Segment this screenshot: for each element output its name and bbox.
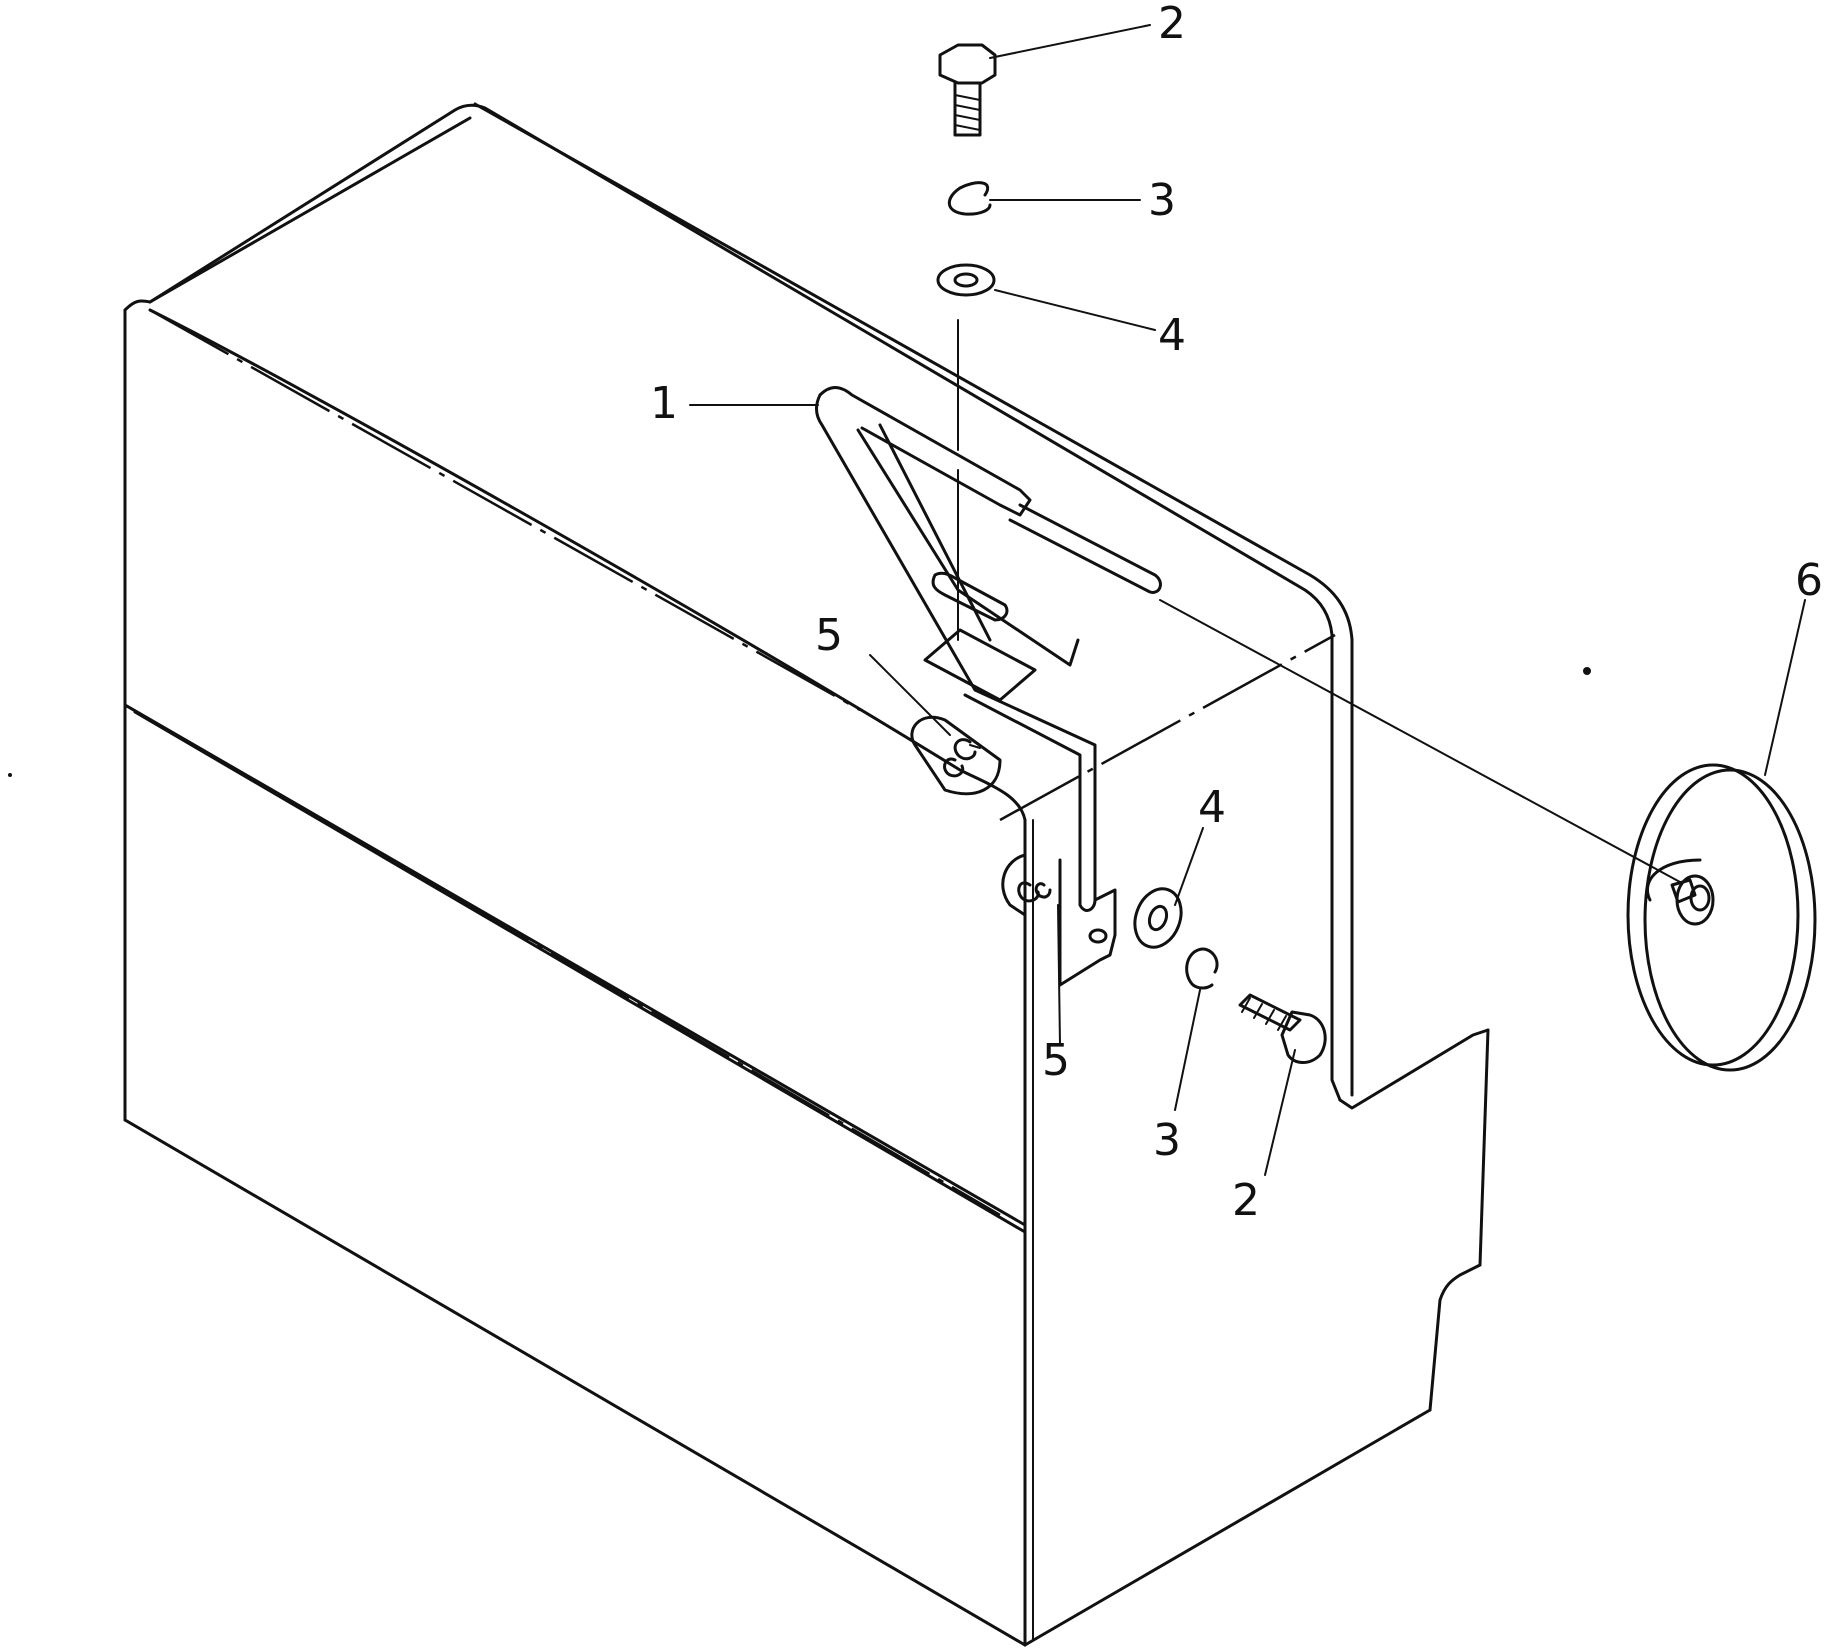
top-flat-washer-part [936, 263, 996, 297]
lower-lock-washer-part [1185, 947, 1219, 990]
stray-dot [8, 773, 12, 777]
box-body [123, 102, 1490, 1647]
callout-4-top: 4 [1158, 310, 1186, 361]
callout-4-lower: 4 [1198, 782, 1226, 833]
upper-clip-part [943, 738, 981, 778]
stray-dot [1583, 667, 1591, 675]
lower-bolt-part [1238, 993, 1327, 1064]
leader-lines [689, 24, 1806, 1176]
callout-1: 1 [650, 378, 678, 429]
lower-flat-washer-part [1133, 887, 1183, 949]
callout-6: 6 [1795, 555, 1823, 606]
callout-5-lower: 5 [1042, 1035, 1070, 1086]
lower-clip-part [1017, 881, 1052, 903]
top-bolt-part [938, 43, 997, 137]
callout-2-lower: 2 [1232, 1175, 1260, 1226]
callout-3-lower: 3 [1153, 1115, 1181, 1166]
mirror-disc-part [1159, 599, 1817, 1072]
handle-bracket-part [815, 319, 1162, 987]
callout-3-top: 3 [1148, 175, 1176, 226]
callout-5-upper: 5 [815, 610, 843, 661]
top-lock-washer-part [947, 181, 992, 216]
callout-2-top: 2 [1158, 0, 1186, 49]
